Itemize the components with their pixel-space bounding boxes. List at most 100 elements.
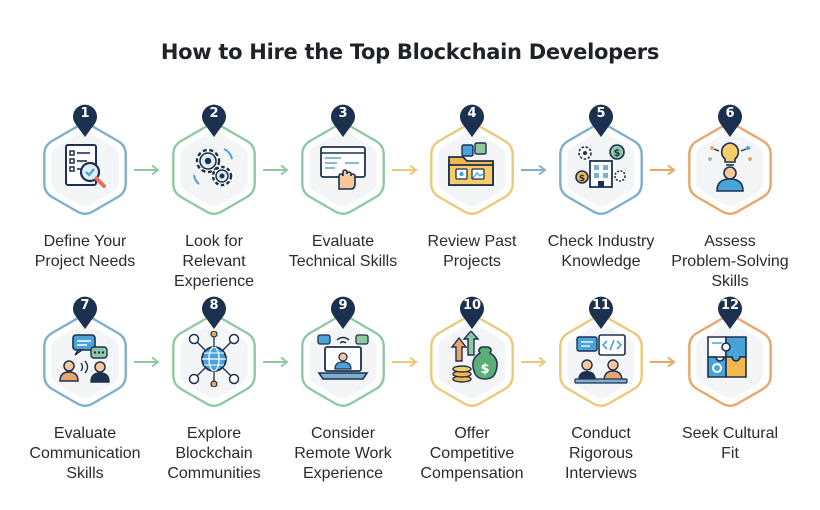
step-label-line: Evaluate — [53, 425, 117, 442]
hexagon-badge: 12 — [685, 296, 775, 412]
step-label-line: Knowledge — [561, 253, 641, 270]
svg-text:$: $ — [614, 148, 621, 159]
step-number-badge: 5 — [587, 102, 615, 138]
idea-person-icon — [702, 139, 758, 195]
step-label-line: Fit — [721, 445, 739, 462]
step-label-line: Interviews — [564, 465, 638, 482]
step-number: 5 — [596, 106, 606, 121]
step-number-badge: 6 — [716, 102, 744, 138]
puzzle-fit-icon — [702, 331, 758, 387]
flow-arrow — [650, 163, 678, 176]
step-label-line: Problem-Solving — [671, 253, 789, 270]
hexagon-badge: 9 — [298, 296, 388, 412]
industry-building-icon: $ $ — [573, 139, 629, 195]
flow-arrow — [392, 163, 420, 176]
money-growth-icon: $ — [444, 329, 500, 387]
flow-arrow — [392, 355, 420, 368]
step-number: 12 — [720, 298, 740, 313]
step-number: 1 — [80, 106, 90, 121]
svg-text:$: $ — [480, 362, 489, 377]
step-number: 11 — [591, 298, 611, 313]
step-label-line: Skills — [66, 465, 104, 482]
step-number-badge: 7 — [71, 294, 99, 330]
step-label-line: Blockchain — [175, 445, 253, 462]
step-number: 7 — [80, 298, 90, 313]
step-label-line: Communication — [29, 445, 141, 462]
page-title: How to Hire the Top Blockchain Developer… — [160, 40, 660, 64]
step-label-line: Experience — [302, 465, 384, 482]
step-label-line: Explore — [186, 425, 242, 442]
step-label-line: Projects — [443, 253, 501, 270]
step-number-badge: 1 — [71, 102, 99, 138]
step-number-badge: 8 — [200, 294, 228, 330]
hexagon-badge: 1 — [40, 104, 130, 220]
step-number: 4 — [467, 106, 477, 121]
step-label-line: Look for — [185, 233, 243, 250]
step-label-line: Review Past — [427, 233, 517, 250]
flow-arrow — [521, 163, 549, 176]
step-label-line: Seek Cultural — [681, 425, 779, 442]
hexagon-badge: 11 — [556, 296, 646, 412]
globe-network-icon — [186, 330, 242, 388]
step-label-line: Rigorous — [568, 445, 634, 462]
code-hand-icon — [315, 139, 371, 195]
step-label-line: Project Needs — [34, 253, 136, 270]
gears-icon — [186, 139, 242, 195]
remote-laptop-icon — [315, 331, 371, 387]
interview-screen-icon — [573, 331, 629, 387]
step-label-line: Evaluate — [311, 233, 375, 250]
hexagon-badge: 3 — [298, 104, 388, 220]
step-label-line: Compensation — [420, 465, 524, 482]
flow-arrow — [134, 163, 162, 176]
step-label-line: Define Your — [43, 233, 127, 250]
step-number: 3 — [338, 106, 348, 121]
step-label-line: Assess — [704, 233, 756, 250]
hexagon-badge: $ $ 5 — [556, 104, 646, 220]
step-number-badge: 10 — [458, 294, 486, 330]
flow-arrow — [263, 355, 291, 368]
hexagon-badge: $10 — [427, 296, 517, 412]
svg-text:$: $ — [579, 174, 585, 184]
hexagon-badge: 4 — [427, 104, 517, 220]
step-number-badge: 4 — [458, 102, 486, 138]
step-label-line: Conduct — [571, 425, 631, 442]
folder-portfolio-icon — [444, 139, 500, 195]
step-label-line: Skills — [711, 273, 749, 290]
hexagon-badge: 7 — [40, 296, 130, 412]
hexagon-badge: 2 — [169, 104, 259, 220]
step-number-badge: 2 — [200, 102, 228, 138]
chat-people-icon — [57, 331, 113, 387]
step-number: 8 — [209, 298, 219, 313]
step-label-line: Check Industry — [547, 233, 655, 250]
step-number-badge: 3 — [329, 102, 357, 138]
step-label-line: Consider — [310, 425, 376, 442]
step-number-badge: 9 — [329, 294, 357, 330]
step-label-line: Communities — [167, 465, 261, 482]
step-label-line: Competitive — [429, 445, 515, 462]
step-number-badge: 11 — [587, 294, 615, 330]
step-number: 10 — [462, 298, 482, 313]
hexagon-badge: 8 — [169, 296, 259, 412]
step-label-line: Experience — [173, 273, 255, 290]
step-number: 2 — [209, 106, 219, 121]
step-label-line: Offer — [454, 425, 490, 442]
flow-arrow — [521, 355, 549, 368]
flow-arrow — [134, 355, 162, 368]
step-number: 9 — [338, 298, 348, 313]
step-label-line: Remote Work — [294, 445, 392, 462]
hexagon-badge: 6 — [685, 104, 775, 220]
checklist-magnifier-icon — [57, 139, 113, 195]
flow-arrow — [263, 163, 291, 176]
step-label-line: Technical Skills — [288, 253, 398, 270]
